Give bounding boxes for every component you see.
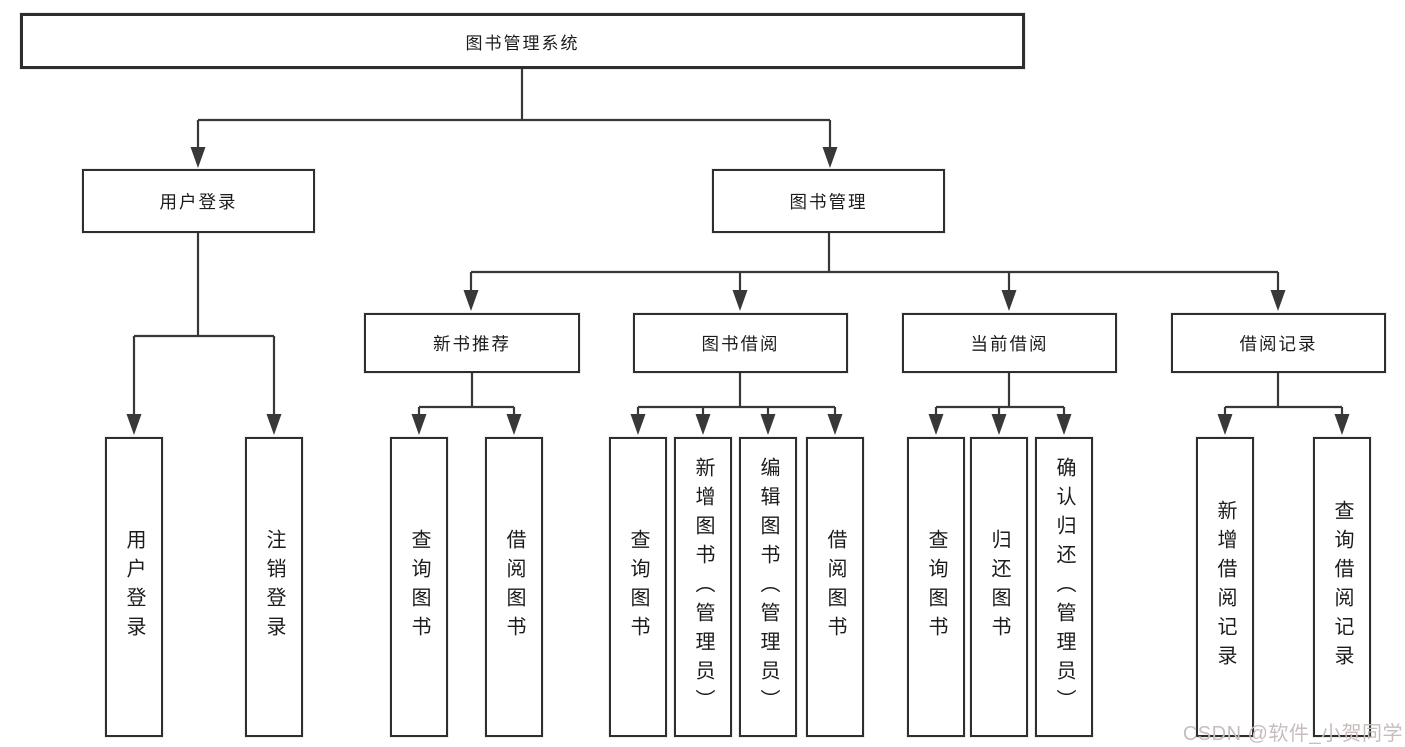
leaf-label: 新增图书（管理员）: [692, 456, 714, 718]
node-current-borrowing: 当前借阅: [902, 313, 1117, 373]
leaf-query-borrow-record: 查询借阅记录: [1313, 437, 1371, 737]
leaf-label: 归还图书: [988, 529, 1010, 645]
leaf-label: 新增借阅记录: [1214, 500, 1236, 674]
node-book-borrowing: 图书借阅: [633, 313, 848, 373]
leaf-label: 借阅图书: [503, 529, 525, 645]
leaf-label: 查询图书: [925, 529, 947, 645]
leaf-borrow-books: 借阅图书: [806, 437, 864, 737]
leaf-label: 查询图书: [627, 529, 649, 645]
leaf-label: 用户登录: [123, 529, 145, 645]
leaf-confirm-return-admin: 确认归还（管理员）: [1035, 437, 1093, 737]
node-new-book-recommendation: 新书推荐: [364, 313, 580, 373]
leaf-label: 编辑图书（管理员）: [757, 456, 779, 718]
leaf-label: 查询借阅记录: [1331, 500, 1353, 674]
node-label: 图书管理系统: [465, 33, 580, 53]
node-label: 用户登录: [159, 191, 238, 212]
leaf-edit-books-admin: 编辑图书（管理员）: [739, 437, 797, 737]
leaf-logout: 注销登录: [245, 437, 303, 737]
node-label: 新书推荐: [433, 333, 511, 354]
node-label: 图书管理: [789, 191, 868, 212]
node-label: 当前借阅: [970, 333, 1049, 354]
leaf-label: 借阅图书: [824, 529, 846, 645]
node-book-management: 图书管理: [712, 169, 945, 233]
leaf-query-books-recommend: 查询图书: [390, 437, 448, 737]
leaf-query-books-current: 查询图书: [907, 437, 965, 737]
node-library-management-system: 图书管理系统: [20, 13, 1025, 69]
node-label: 图书借阅: [701, 333, 780, 354]
leaf-label: 注销登录: [263, 529, 285, 645]
node-borrowing-records: 借阅记录: [1171, 313, 1386, 373]
leaf-label: 查询图书: [408, 529, 430, 645]
leaf-add-borrow-record: 新增借阅记录: [1196, 437, 1254, 737]
node-label: 借阅记录: [1239, 333, 1318, 354]
leaf-add-books-admin: 新增图书（管理员）: [674, 437, 732, 737]
leaf-user-login: 用户登录: [105, 437, 163, 737]
leaf-return-books: 归还图书: [970, 437, 1028, 737]
leaf-query-books-borrow: 查询图书: [609, 437, 667, 737]
leaf-borrow-books-recommend: 借阅图书: [485, 437, 543, 737]
node-user-login: 用户登录: [82, 169, 315, 233]
leaf-label: 确认归还（管理员）: [1053, 456, 1075, 718]
